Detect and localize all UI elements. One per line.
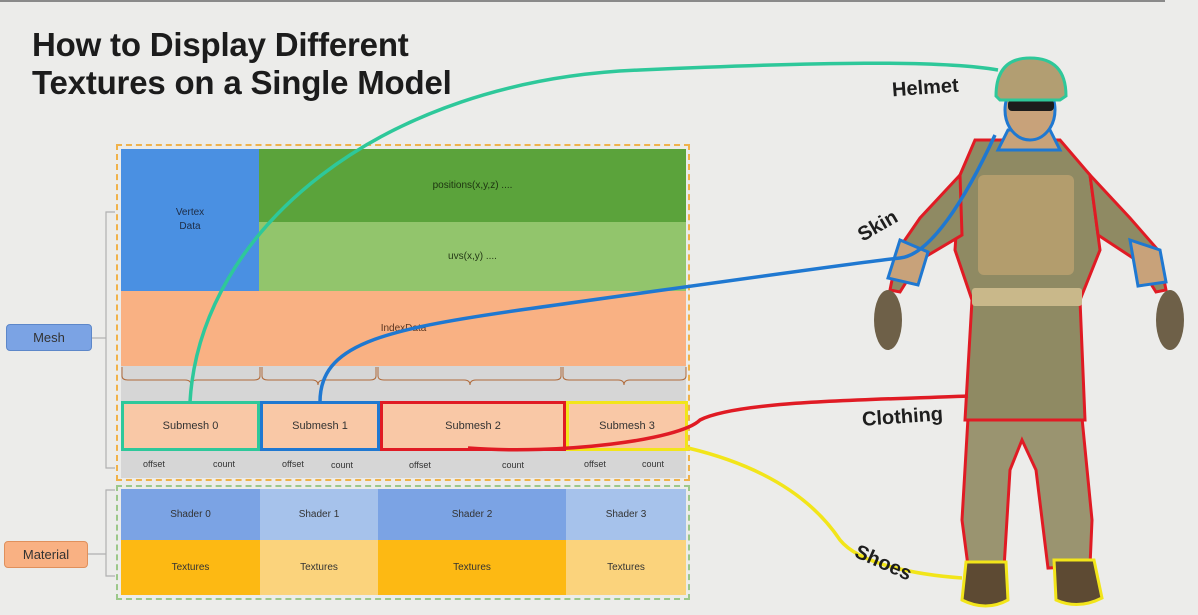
brace-submesh-3 xyxy=(562,367,687,386)
clothing-connector xyxy=(467,394,969,452)
textures-0: Textures xyxy=(121,540,260,595)
mesh-frame xyxy=(116,144,690,481)
submesh-3-offset: offset xyxy=(584,459,606,469)
uvs-block: uvs(x,y) .... xyxy=(259,222,686,291)
helmet-shape xyxy=(994,56,1068,102)
belt-shape xyxy=(972,288,1082,306)
submesh-0-count: count xyxy=(213,459,236,469)
brace-submesh-2 xyxy=(377,367,562,386)
shader-3: Shader 3 xyxy=(566,489,686,540)
submesh-0: Submesh 0 xyxy=(121,401,260,451)
submesh-1-label: Submesh 1 xyxy=(292,420,348,432)
material-label: Material xyxy=(4,541,88,568)
material-frame xyxy=(116,485,690,600)
shader-0: Shader 0 xyxy=(121,489,260,540)
left-hand-shape xyxy=(874,290,902,350)
legs-shape xyxy=(960,416,1094,570)
submesh-3-label: Submesh 3 xyxy=(599,420,655,432)
sunglasses-shape xyxy=(1008,100,1054,111)
submesh-1: Submesh 1 xyxy=(260,401,380,451)
textures-3-label: Textures xyxy=(607,561,645,573)
textures-1: Textures xyxy=(260,540,378,595)
submesh-0-label: Submesh 0 xyxy=(162,420,219,432)
left-shoe-shape xyxy=(960,560,1010,608)
positions-block: positions(x,y,z) .... xyxy=(259,149,686,222)
clothing-label-text: Clothing xyxy=(861,403,944,431)
textures-3: Textures xyxy=(566,540,686,595)
submesh-3-count: count xyxy=(642,459,665,469)
vertex-data-line1: Vertex xyxy=(175,207,205,218)
top-rule xyxy=(0,0,1165,2)
shoes-connector xyxy=(687,446,963,580)
material-brace xyxy=(105,489,115,577)
title-line-1: How to Display Different xyxy=(32,26,409,63)
shader-0-label: Shader 0 xyxy=(170,508,211,520)
submesh-1-offset: offset xyxy=(282,459,304,469)
vertex-data-line2: Data xyxy=(179,221,201,232)
right-shoe-shape xyxy=(1052,558,1104,606)
shader-1: Shader 1 xyxy=(260,489,378,540)
right-hand-shape xyxy=(1156,290,1184,350)
textures-2: Textures xyxy=(378,540,566,595)
mesh-brace xyxy=(105,211,115,469)
submesh-2-count: count xyxy=(502,460,525,470)
submesh-2-offset: offset xyxy=(409,460,431,470)
material-label-text: Material xyxy=(22,547,70,562)
page-title: How to Display Different Textures on a S… xyxy=(32,26,592,102)
uvs-text: uvs(x,y) .... xyxy=(448,250,497,262)
submesh-0-offset: offset xyxy=(143,459,165,469)
textures-0-label: Textures xyxy=(171,561,210,573)
submesh-2-label: Submesh 2 xyxy=(445,420,501,432)
helmet-connector xyxy=(188,61,999,403)
title-line-2: Textures on a Single Model xyxy=(32,64,452,101)
skin-connector xyxy=(318,134,997,403)
shader-3-label: Shader 3 xyxy=(605,508,647,520)
submesh-1-count: count xyxy=(331,460,354,470)
helmet-label: Helmet xyxy=(891,75,959,103)
brace-submesh-1 xyxy=(261,367,377,386)
textures-2-label: Textures xyxy=(453,561,491,573)
shader-2-label: Shader 2 xyxy=(451,508,493,520)
shader-2: Shader 2 xyxy=(378,489,566,540)
textures-1-label: Textures xyxy=(300,561,338,573)
mesh-label: Mesh xyxy=(6,324,92,351)
right-forearm-shape xyxy=(1128,237,1168,288)
positions-text: positions(x,y,z) .... xyxy=(432,179,513,191)
mesh-label-text: Mesh xyxy=(33,330,65,345)
vest-shape xyxy=(978,175,1074,275)
index-data-text: IndexData xyxy=(380,322,427,334)
shader-1-label: Shader 1 xyxy=(298,508,340,520)
helmet-label-text: Helmet xyxy=(891,74,960,102)
index-data-block: IndexData xyxy=(121,291,686,366)
